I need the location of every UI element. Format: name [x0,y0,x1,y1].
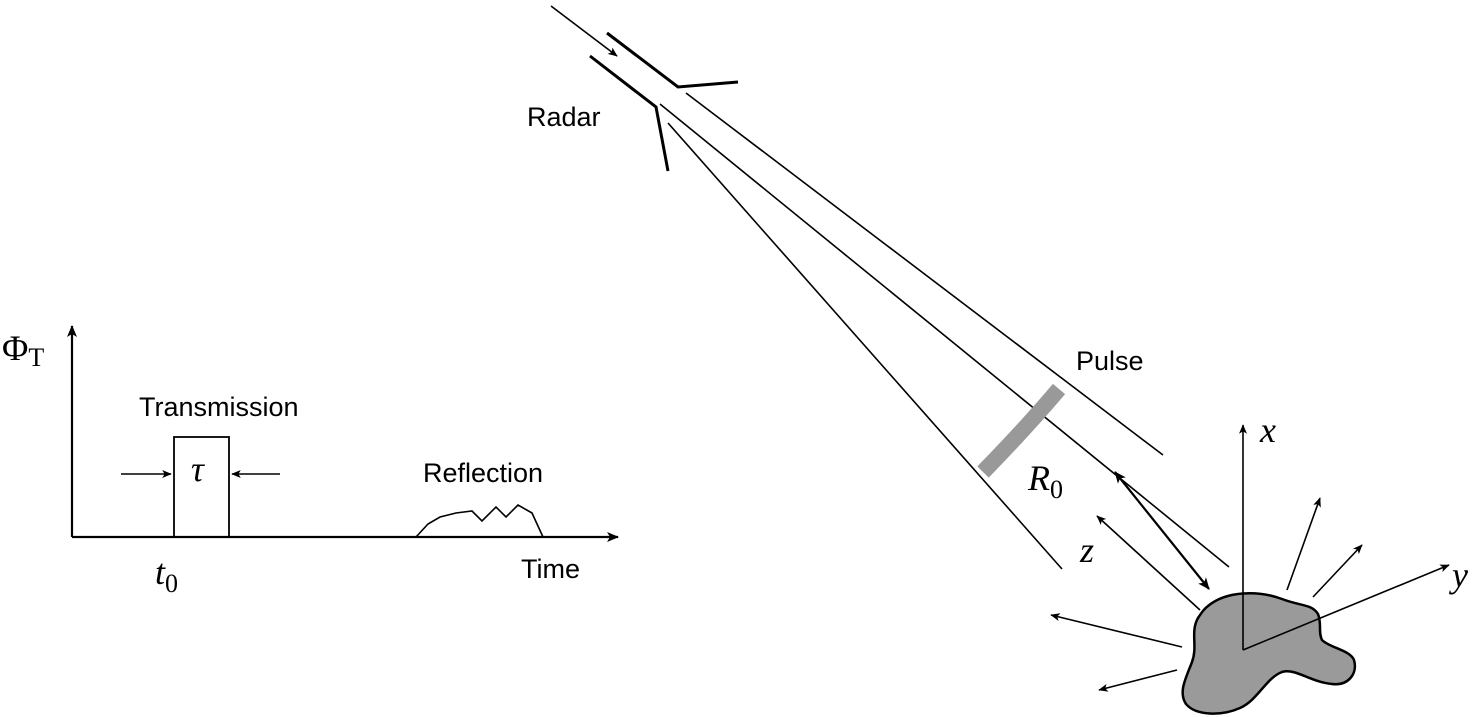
transmission-label: Transmission [139,392,299,422]
scatter-arrow-upper-right [1312,544,1363,598]
beam-center-line [659,103,1230,568]
pulse-band [977,383,1066,478]
x-axis-label: x [1259,410,1276,450]
radar-label: Radar [527,102,601,132]
z-axis-arrow [1096,515,1201,611]
beam-upper-edge [685,92,1164,456]
signal-plot: ΦT Transmission τ Reflection t0 Time [2,325,619,598]
time-label: Time [521,554,580,584]
antenna-lower-arm [589,54,670,172]
radar-beam [659,92,1230,570]
transmission-pulse [173,436,230,538]
tau-label: τ [191,449,205,489]
target: x y [1050,410,1468,715]
radar-antenna: Radar [527,5,739,172]
t0-label: t0 [155,552,178,598]
target-body [1181,592,1357,715]
phi-t-label: ΦT [2,328,44,372]
pulse-label: Pulse [1076,346,1144,376]
antenna-upper-arm [606,31,739,89]
range-r0-arrow [1114,471,1210,590]
reflection-label: Reflection [423,458,543,488]
reflection-echo [415,504,544,538]
y-axis-arrow [1242,564,1450,651]
beam-lower-edge [667,122,1063,570]
z-axis-label: z [1079,530,1094,570]
scatter-arrow-left [1050,613,1183,648]
y-axis-label: y [1449,555,1468,595]
r0-label: R0 [1027,458,1063,504]
scatter-arrow-upper [1286,497,1321,591]
scatter-arrow-lower-left [1098,669,1178,692]
incoming-arrow [550,5,618,57]
